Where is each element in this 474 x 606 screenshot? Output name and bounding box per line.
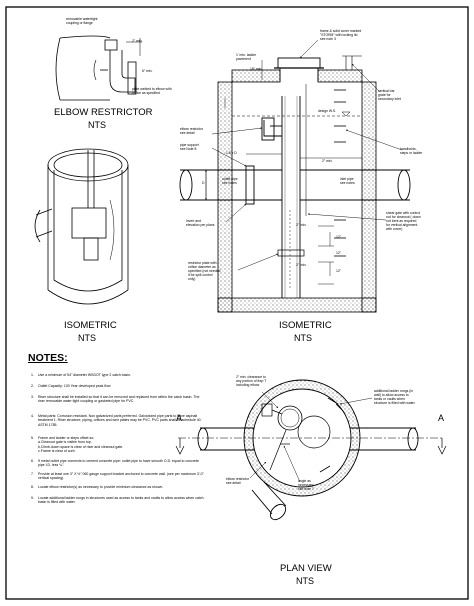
note-text: Provide at least one 3" X ½" 060 gauge s… — [38, 472, 204, 481]
plan-elbow-callout: elbow restrictor see detail — [226, 477, 249, 485]
note-item: 5. Frame and ladder or steps offset so: a… — [31, 436, 206, 453]
note-item: 8. Locate elbow restrictor(s) as necessar… — [31, 485, 206, 489]
dim-12in-c: 12" — [336, 269, 341, 273]
plan-view-scale: NTS — [296, 576, 314, 586]
dim-18in-min: 18" min. — [250, 67, 263, 71]
inlet-pipe-callout: inlet pipe see notes — [340, 177, 355, 185]
section-a-left: A — [176, 413, 183, 423]
note-text: Locate additional ladder rungs in struct… — [38, 496, 204, 505]
dim-2in-min-section: 2" min. — [322, 159, 333, 163]
clearance-callout: 2" min. clearance to any portion of frap… — [236, 375, 267, 387]
note-item: 7. Provide at least one 3" X ½" 060 gauge… — [31, 472, 206, 481]
note-number: 7. — [31, 472, 34, 476]
section-drawing — [179, 39, 411, 313]
left-isometric-title: ISOMETRIC — [64, 320, 117, 331]
note-number: 8. — [31, 485, 34, 489]
coupling-callout: removable watertight coupling or flange — [66, 17, 98, 25]
elbow-restrictor-title: ELBOW RESTRICTOR — [54, 107, 153, 118]
left-isometric-scale: NTS — [78, 333, 96, 343]
note-number: 4. — [31, 414, 34, 418]
right-isometric-title: ISOMETRIC — [279, 320, 332, 331]
handholds-callout: handholds, steps or ladder — [400, 147, 423, 155]
note-item: 3. Riser structure shall be installed so … — [31, 395, 206, 404]
note-number: 5. — [31, 436, 34, 440]
note-text: If metal outlet pipe connects to cement … — [38, 459, 199, 468]
elbow-restrictor-scale: NTS — [88, 120, 106, 130]
plan-view-title: PLAN VIEW — [280, 563, 332, 574]
note-number: 1. — [31, 373, 34, 377]
note-text: Locate elbow restrictor(s) as necessary … — [38, 485, 164, 489]
ladder-min-callout: 1' min. ladder pavement — [236, 53, 257, 61]
note-text: Riser structure shall be installed so th… — [38, 395, 200, 404]
invert-callout: invert and elevation per plans — [186, 219, 215, 227]
dim-2in-min: 2" min. — [132, 39, 143, 43]
dim-2in-min-lower: 2" min. — [296, 223, 307, 227]
elbow-restrictor-drawing — [55, 35, 142, 101]
dim-1-5-x-d: 1.5 x D — [226, 151, 237, 155]
left-isometric-drawing — [34, 148, 129, 305]
dim-12in-a: 12" — [336, 235, 341, 239]
note-item: 9. Locate additional ladder rungs in stru… — [31, 496, 206, 505]
dim-6in-min: 6" min. — [142, 69, 153, 73]
right-isometric-scale: NTS — [294, 333, 312, 343]
note-number: 9. — [31, 496, 34, 500]
angle-callout: angle as necessary see note 7 — [298, 479, 314, 491]
note-text: Metal parts: Corrosion resistant. Non ga… — [38, 414, 202, 427]
ladder-rungs-callout: additional ladder rungs (in wall) to all… — [374, 389, 416, 405]
note-text: Use a minimum of 54" diameter WSDOT type… — [38, 373, 131, 377]
note-text: Outlet Capacity: 100 Year developed peak… — [38, 384, 111, 388]
note-number: 6. — [31, 459, 34, 463]
notes-heading: NOTES: — [28, 352, 68, 364]
restrictor-plate-callout: restrictor plate with orifice diameter a… — [188, 261, 221, 281]
dim-d-label: D — [202, 181, 205, 185]
note-number: 3. — [31, 395, 34, 399]
note-item: 2. Outlet Capacity: 100 Year developed pe… — [31, 384, 206, 388]
plan-view-drawing — [175, 379, 447, 521]
note-text: Frame and ladder or steps offset so: a.C… — [38, 436, 124, 453]
note-item: 1. Use a minimum of 54" diameter WSDOT ty… — [31, 373, 206, 377]
dim-2in-min-bottom: 2" min. — [296, 263, 307, 267]
plate-callout: plate welded to elbow with orifice as sp… — [132, 87, 172, 95]
dim-12in-b: 12" — [336, 251, 341, 255]
pipe-support-callout: pipe support see Note 8 — [180, 143, 199, 151]
design-ws-label: design W.S. — [318, 109, 337, 113]
elbow-restrictor-callout: elbow restrictor see detail — [180, 127, 203, 135]
note-item: 6. If metal outlet pipe connects to cemen… — [31, 459, 206, 468]
outlet-pipe-callout: outlet pipe see notes — [222, 177, 238, 185]
note-number: 2. — [31, 384, 34, 388]
shear-gate-callout: shear gate with control rod for cleanout… — [386, 211, 421, 231]
frame-cover-callout: frame & solid cover marked "STORM" with … — [320, 29, 362, 41]
section-a-right: A — [438, 413, 445, 423]
vertical-bar-callout: vertical bar grate for secondary inlet — [378, 89, 401, 101]
note-item: 4. Metal parts: Corrosion resistant. Non … — [31, 414, 206, 427]
